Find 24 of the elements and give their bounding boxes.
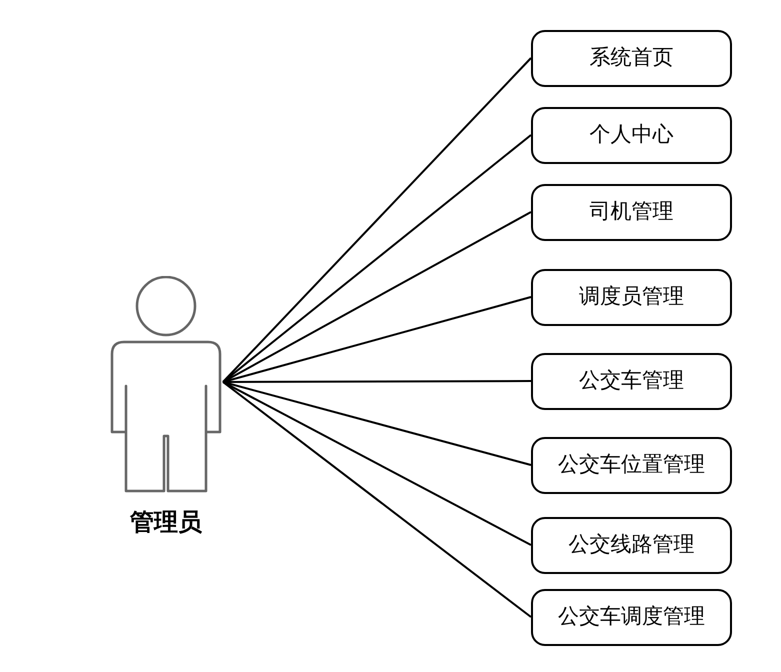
use-case-box <box>531 436 732 494</box>
use-case-label: 系统首页 <box>590 44 674 72</box>
use-case-box <box>531 30 732 86</box>
use-case-label: 个人中心 <box>590 121 674 148</box>
connector-line <box>222 134 532 383</box>
connector-line <box>222 211 532 383</box>
actor-label: 管理员 <box>128 507 203 538</box>
use-case-label: 司机管理 <box>590 198 674 226</box>
connector-line <box>222 296 532 383</box>
use-case-label: 公交线路管理 <box>568 531 694 558</box>
connector-line <box>222 381 532 546</box>
connector-line <box>222 57 532 383</box>
use-case-label: 公交车位置管理 <box>558 451 705 478</box>
use-case-box <box>531 106 732 164</box>
use-case-label: 调度员管理 <box>579 283 684 310</box>
use-case-box <box>531 516 732 574</box>
use-case-label: 公交车调度管理 <box>558 603 705 630</box>
connector-line <box>222 381 532 618</box>
use-case-box <box>531 184 732 240</box>
use-case-box <box>531 352 732 410</box>
use-case-box <box>531 588 732 646</box>
connector-line <box>222 381 532 466</box>
use-case-label: 公交车管理 <box>579 367 684 394</box>
use-case-box <box>531 268 732 326</box>
